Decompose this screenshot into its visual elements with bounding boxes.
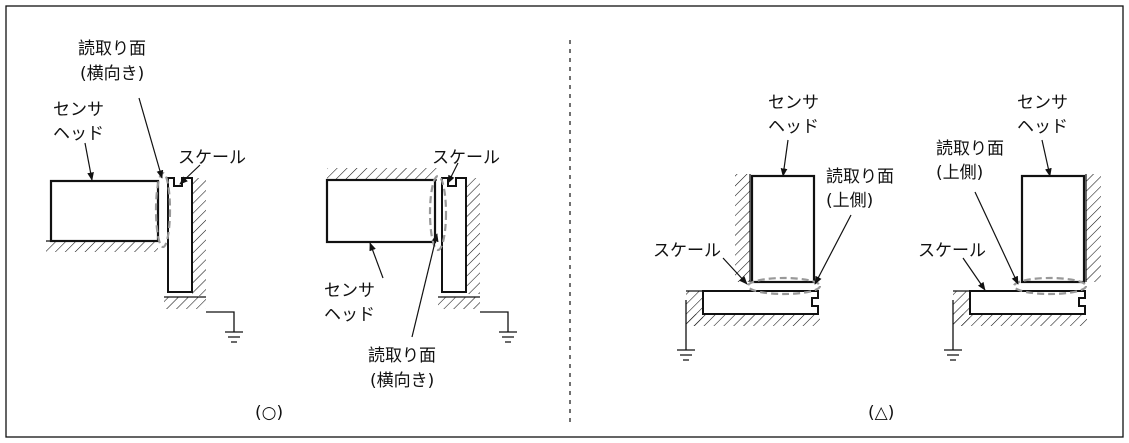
scale-label: スケール [653, 241, 721, 261]
scale-label: スケール [432, 148, 500, 168]
sensor-label-line1: センサ [324, 281, 375, 301]
sensor-head [49, 179, 160, 243]
left-diagram-1: 読取り面 (横向き) センサ ヘッド スケール [46, 39, 246, 343]
read-face-label: 読取り面 [368, 346, 436, 366]
sensor-label-line1: センサ [768, 93, 819, 113]
ground-block [164, 297, 206, 309]
ground-symbol [944, 300, 962, 361]
base-hatch [686, 314, 820, 326]
sensor-head [325, 178, 437, 244]
orientation-label: (横向き) [80, 64, 144, 84]
left-diagram-2: スケール センサ ヘッド 読取り面 (横向き) [324, 148, 517, 391]
wall-hatch [1086, 174, 1101, 282]
ground-symbol [206, 311, 243, 343]
sensor-label-line2: ヘッド [53, 124, 104, 144]
ground-block [438, 297, 480, 309]
ground-symbol [480, 311, 517, 343]
sensor-label-line2: ヘッド [324, 305, 375, 325]
right-diagram-1: センサ ヘッド 読取り面 (上側) スケール [653, 93, 894, 361]
caption-right: (△) [868, 403, 894, 423]
orientation-label: (上側) [826, 191, 873, 211]
ground-symbol [677, 300, 695, 361]
side-hatch [953, 291, 970, 326]
read-face-label: 読取り面 [826, 167, 894, 187]
scale-label: スケール [918, 241, 986, 261]
sensor-head [1020, 174, 1086, 284]
sensor-head [750, 174, 816, 284]
sensor-label-line2: ヘッド [768, 117, 819, 137]
sensor-label-line2: ヘッド [1017, 117, 1068, 137]
wall-hatch [735, 174, 750, 282]
scale-body [167, 177, 193, 293]
scale-body [969, 290, 1086, 315]
sensor-label-line1: センサ [53, 100, 104, 120]
reading-face-ellipse [1012, 276, 1088, 296]
read-face-label: 読取り面 [78, 39, 146, 59]
scale-label: スケール [178, 148, 246, 168]
caption-left: (○) [255, 403, 283, 423]
outer-frame [5, 5, 1124, 438]
top-hatch [327, 168, 437, 180]
reading-face-ellipse [428, 174, 448, 252]
wall-hatch [192, 178, 206, 296]
base-hatch [46, 241, 158, 252]
orientation-label: (横向き) [370, 371, 434, 391]
reading-face-ellipse [746, 276, 822, 296]
sensor-label-line1: センサ [1017, 93, 1068, 113]
side-hatch [686, 291, 703, 326]
orientation-label: (上側) [936, 163, 983, 183]
scale-body [702, 290, 819, 315]
base-hatch [953, 314, 1087, 326]
right-diagram-2: センサ ヘッド 読取り面 (上側) スケール [918, 93, 1101, 361]
wall-hatch [466, 178, 480, 294]
read-face-label: 読取り面 [936, 139, 1004, 159]
